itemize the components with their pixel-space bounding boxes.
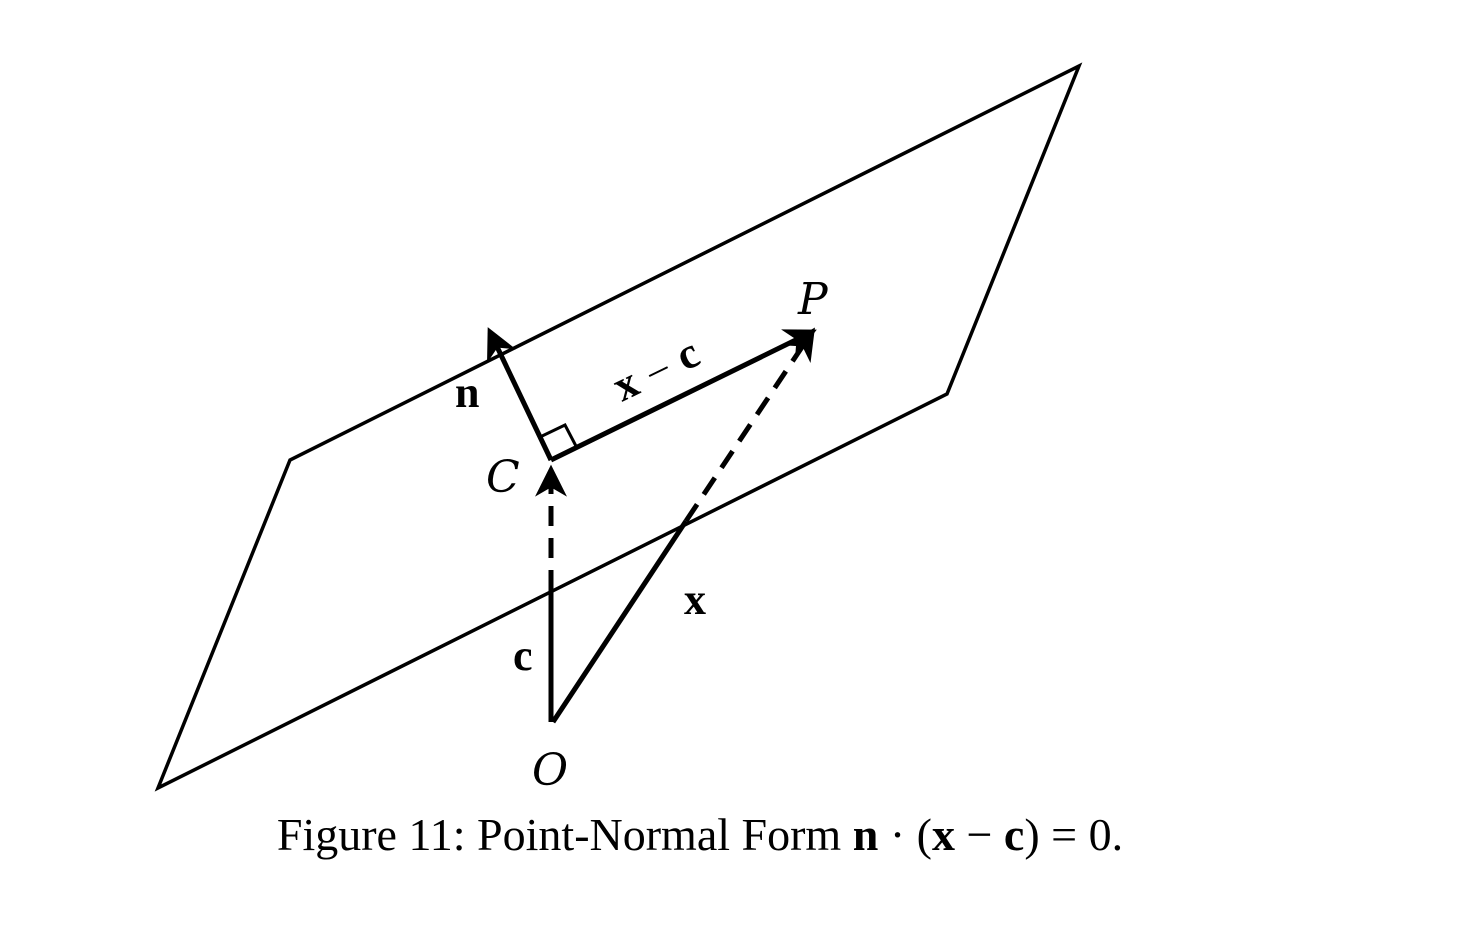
label-x-minus-c: x – c [605,328,707,411]
caption-title: Point-Normal Form [477,809,842,860]
vector-x-dashed [683,327,815,523]
caption-eq-open: ( [916,809,932,860]
svg-text:–: – [637,343,677,393]
vector-x-solid [550,519,689,724]
svg-text:c: c [668,328,707,381]
vector-x-minus-c [549,329,817,463]
label-position-c: c [513,631,533,680]
normal-vector-n [487,327,554,462]
label-point-P: P [797,274,829,325]
label-position-x: x [684,575,706,624]
caption-eq-dot: · [889,809,906,860]
caption-eq-rhs: = 0. [1051,809,1124,860]
svg-text:x: x [605,357,646,411]
caption-eq-c: c [1003,809,1025,860]
caption-eq-close: ) [1024,809,1040,860]
figure-caption: Figure 11: Point-Normal Form n · (x − c)… [0,808,1400,861]
caption-prefix: Figure 11: [276,809,466,860]
caption-eq-minus: − [966,809,993,860]
caption-eq-x: x [931,809,955,860]
right-angle-mark [539,423,579,449]
label-point-C: C [486,452,520,503]
label-point-O: O [532,745,568,796]
label-normal-n: n [455,368,479,417]
caption-eq-n: n [852,809,879,860]
